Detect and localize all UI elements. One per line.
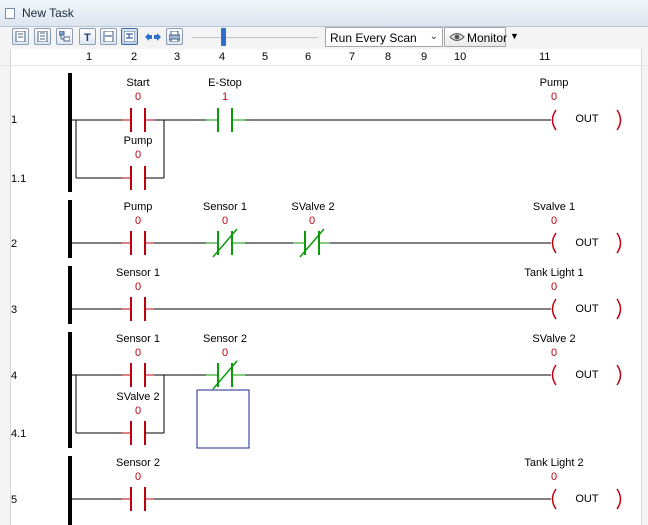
coil-text: OUT <box>575 493 599 505</box>
contact-value: 0 <box>134 149 142 161</box>
power-rail <box>68 73 72 192</box>
contact-value: 0 <box>134 347 142 359</box>
rung-5[interactable] <box>72 487 622 511</box>
contact-value: 1 <box>221 91 229 103</box>
contact-label: Sensor 1 <box>202 201 248 213</box>
coil-text: OUT <box>575 113 599 125</box>
eye-icon <box>449 33 465 41</box>
list-icon[interactable] <box>34 28 51 45</box>
coil-label: Tank Light 1 <box>524 267 584 279</box>
column-number: 5 <box>262 51 269 63</box>
contact-value: 0 <box>134 91 142 103</box>
contact-label: E-Stop <box>208 77 242 89</box>
column-number: 6 <box>305 51 312 63</box>
column-number: 10 <box>454 51 467 63</box>
tree-icon[interactable] <box>56 28 73 45</box>
column-number: 1 <box>86 51 93 63</box>
contact-value: 0 <box>134 281 142 293</box>
contact-label: Sensor 1 <box>115 267 161 279</box>
scan-mode-select[interactable]: Run Every Scan ⌄ <box>325 27 443 47</box>
rung-icon[interactable] <box>100 28 117 45</box>
coil-value: 0 <box>550 91 558 103</box>
contact-value: 0 <box>134 405 142 417</box>
contact-label: SValve 2 <box>291 201 335 213</box>
rung-number: 1.1 <box>11 173 27 185</box>
zoom-slider-track[interactable] <box>192 37 318 38</box>
document-icon[interactable] <box>12 28 29 45</box>
coil-label: Tank Light 2 <box>524 457 584 469</box>
coil-value: 0 <box>550 215 558 227</box>
rung-1[interactable] <box>72 108 622 190</box>
column-number: 11 <box>539 51 551 63</box>
text-icon[interactable]: T <box>79 28 96 45</box>
coil-tank-light-1[interactable] <box>551 298 557 320</box>
column-number: 2 <box>131 51 138 63</box>
contact-value: 0 <box>308 215 316 227</box>
contact-label: Start <box>126 77 150 89</box>
arrows-icon[interactable] <box>144 31 162 43</box>
contact-label: SValve 2 <box>116 391 160 403</box>
coil-value: 0 <box>550 281 558 293</box>
rung-number: 4 <box>11 370 18 382</box>
contact-value: 0 <box>221 215 229 227</box>
rung-number: 2 <box>11 238 18 250</box>
coil-text: OUT <box>575 369 599 381</box>
coil-text: OUT <box>575 237 599 249</box>
coil-value: 0 <box>550 347 558 359</box>
power-rail <box>68 456 72 525</box>
window-titlebar: New Task <box>0 0 648 27</box>
coil-svalve-1[interactable] <box>551 232 557 254</box>
svg-text:T: T <box>84 32 91 42</box>
contact-value: 0 <box>221 347 229 359</box>
power-rail <box>68 266 72 324</box>
contact-label: Pump <box>123 135 153 147</box>
contact-value: 0 <box>134 471 142 483</box>
ruler-divider <box>0 65 648 66</box>
column-number: 7 <box>349 51 356 63</box>
coil-label: Pump <box>539 77 569 89</box>
coil-label: Svalve 1 <box>532 201 576 213</box>
coil-value: 0 <box>550 471 558 483</box>
rung-number: 5 <box>11 494 18 506</box>
coil-svalve-2[interactable] <box>551 364 557 386</box>
rung-number: 4.1 <box>11 428 27 440</box>
zoom-slider-thumb[interactable] <box>221 28 226 46</box>
right-scrollbar[interactable] <box>641 49 648 525</box>
monitor-button[interactable]: Monitor <box>444 27 508 47</box>
monitor-label: Monitor <box>467 31 508 45</box>
column-number: 9 <box>421 51 428 63</box>
rung-number: 3 <box>11 304 18 316</box>
coil-pump[interactable] <box>551 109 557 131</box>
contact-value: 0 <box>134 215 142 227</box>
rung-number: 1 <box>11 114 18 126</box>
coil-text: OUT <box>575 303 599 315</box>
power-rail <box>68 332 72 448</box>
coil-tank-light-2[interactable] <box>551 488 557 510</box>
contact-label: Pump <box>123 201 153 213</box>
rung-2[interactable] <box>72 228 622 258</box>
left-margin <box>0 49 11 525</box>
selection-box[interactable] <box>196 389 250 449</box>
contact-label: Sensor 2 <box>115 457 161 469</box>
rung-3[interactable] <box>72 297 622 321</box>
contact-label: Sensor 1 <box>115 333 161 345</box>
window-icon <box>5 8 15 19</box>
column-number: 4 <box>219 51 226 63</box>
branch-icon[interactable] <box>121 28 138 45</box>
window-title: New Task <box>22 6 74 20</box>
scan-mode-value: Run Every Scan <box>330 31 417 45</box>
rung-4[interactable] <box>72 360 622 449</box>
power-rail <box>68 200 72 258</box>
column-number: 8 <box>385 51 392 63</box>
chevron-down-icon: ⌄ <box>429 31 438 42</box>
dropdown-arrow-icon[interactable]: ▼ <box>510 31 519 41</box>
coil-label: SValve 2 <box>532 333 576 345</box>
contact-label: Sensor 2 <box>202 333 248 345</box>
print-icon[interactable] <box>166 28 183 45</box>
column-number: 3 <box>174 51 181 63</box>
